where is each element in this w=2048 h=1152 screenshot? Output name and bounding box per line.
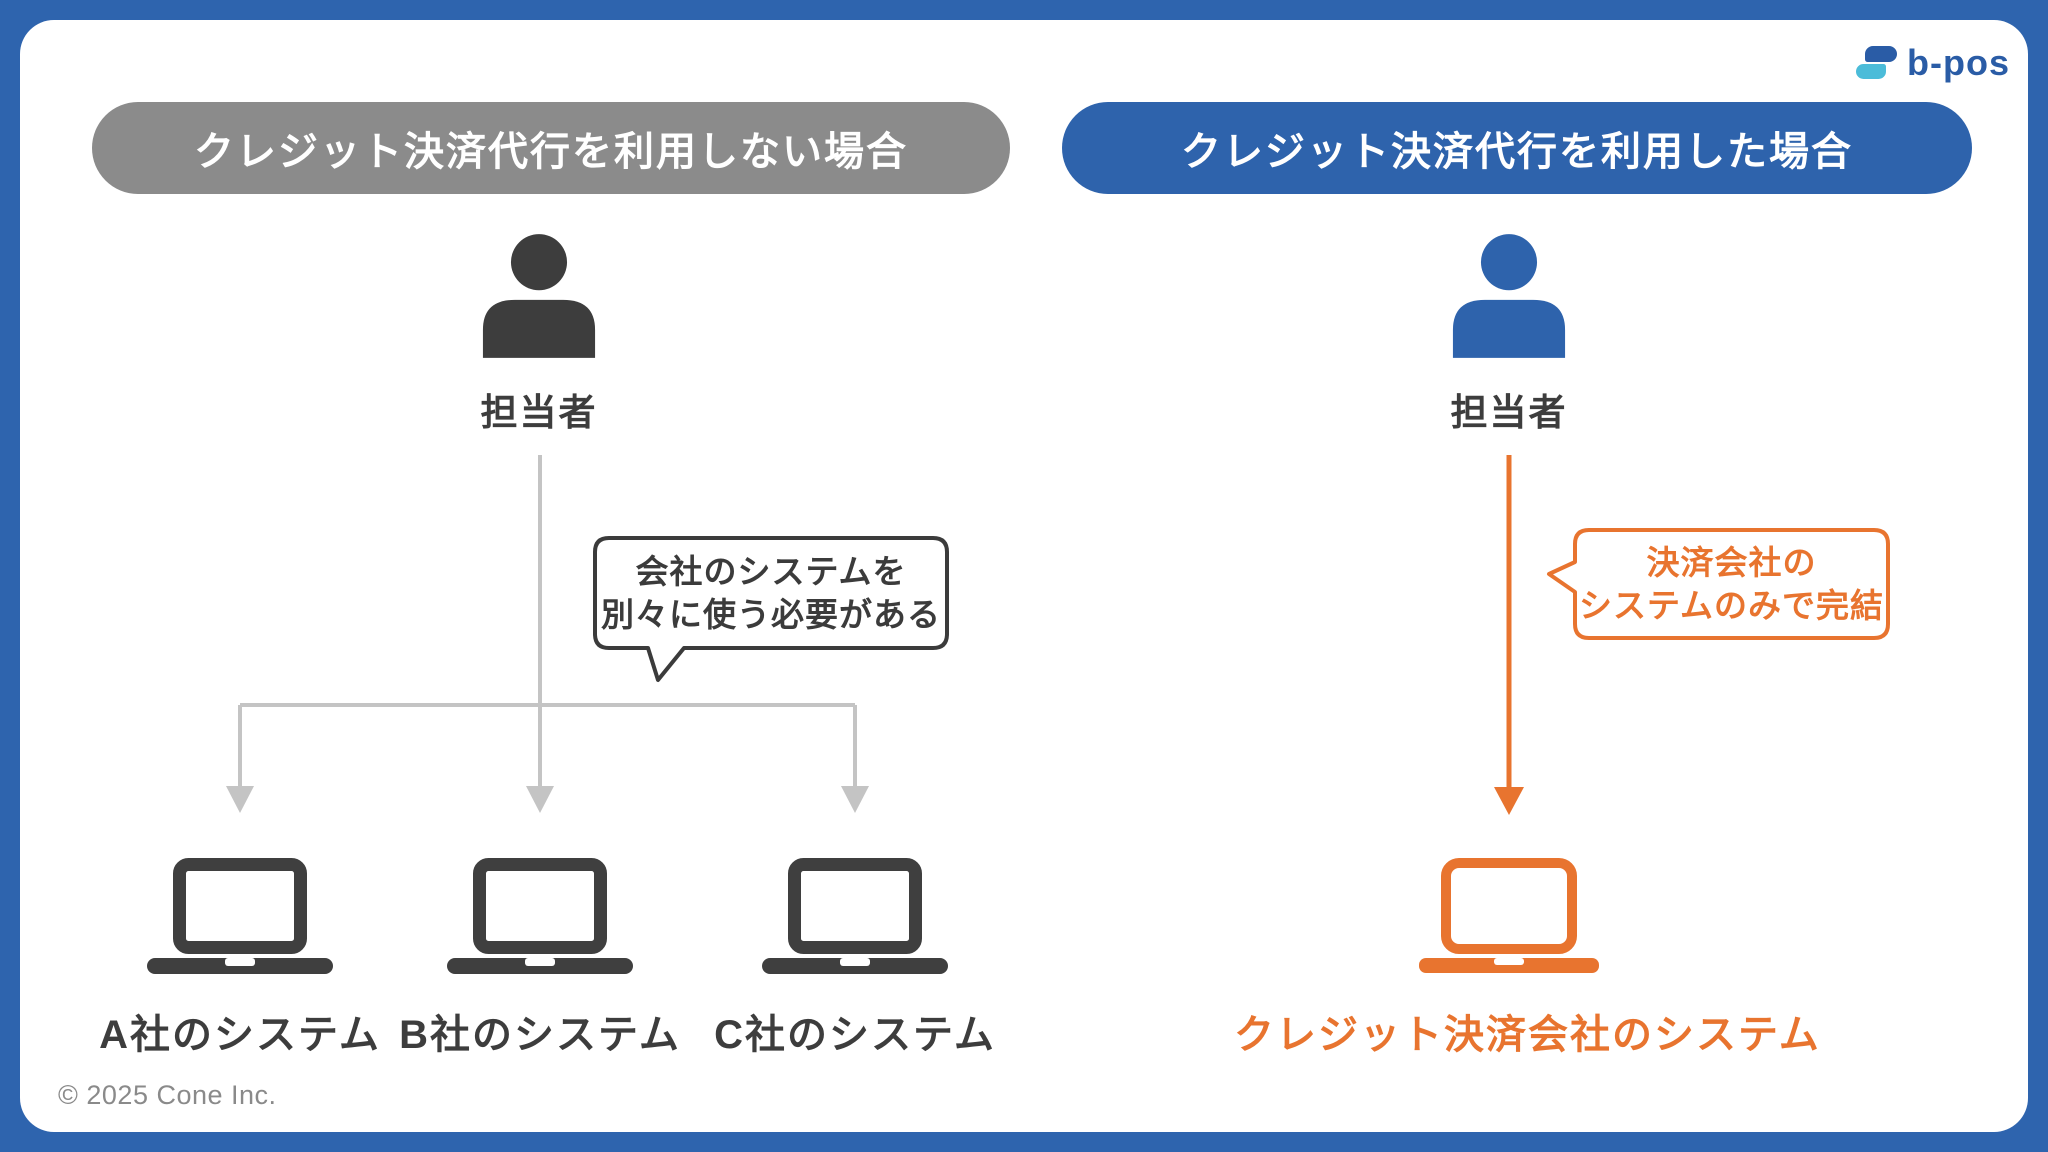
copyright-text: © 2025 Cone Inc.: [58, 1080, 277, 1110]
left-bubble-line1: 会社のシステムを: [635, 553, 907, 590]
person-icon-left: [482, 234, 596, 358]
left-bubble-line2: 別々に使う必要がある: [601, 596, 941, 633]
header-with-agency-label: クレジット決済代行を利用した場合: [1181, 130, 1853, 174]
bpos-logo-icon-bottom-capsule: [1856, 64, 1886, 79]
laptop-icon-system-b: [447, 858, 633, 974]
right-bubble-line1: 決済会社の: [1646, 544, 1817, 581]
bpos-logo: b-pos: [1856, 42, 2010, 84]
header-with-agency: クレジット決済代行を利用した場合: [1062, 102, 1972, 194]
bpos-logo-icon-top-capsule: [1865, 46, 1897, 62]
left-speech-bubble-text: 会社のシステムを 別々に使う必要がある: [595, 538, 947, 648]
laptop-icon-payment-system: [1419, 858, 1599, 973]
header-without-agency: クレジット決済代行を利用しない場合: [92, 102, 1010, 194]
person-icon-right: [1452, 234, 1566, 358]
payment-system-label: クレジット決済会社のシステム: [1234, 1013, 1821, 1057]
system-c-label: C社のシステム: [714, 1013, 996, 1057]
laptop-icon-system-c: [762, 858, 948, 974]
bpos-logo-icon: [1856, 46, 1898, 80]
person-label-left: 担当者: [480, 392, 598, 433]
person-label-right: 担当者: [1450, 392, 1568, 433]
header-without-agency-label: クレジット決済代行を利用しない場合: [194, 130, 908, 174]
bpos-logo-text: b-pos: [1907, 42, 2010, 83]
right-bubble-line2: システムのみで完結: [1578, 587, 1884, 624]
system-a-label: A社のシステム: [99, 1013, 381, 1057]
right-speech-bubble-text: 決済会社の システムのみで完結: [1575, 530, 1888, 638]
system-b-label: B社のシステム: [399, 1013, 681, 1057]
laptop-icon-system-a: [147, 858, 333, 974]
